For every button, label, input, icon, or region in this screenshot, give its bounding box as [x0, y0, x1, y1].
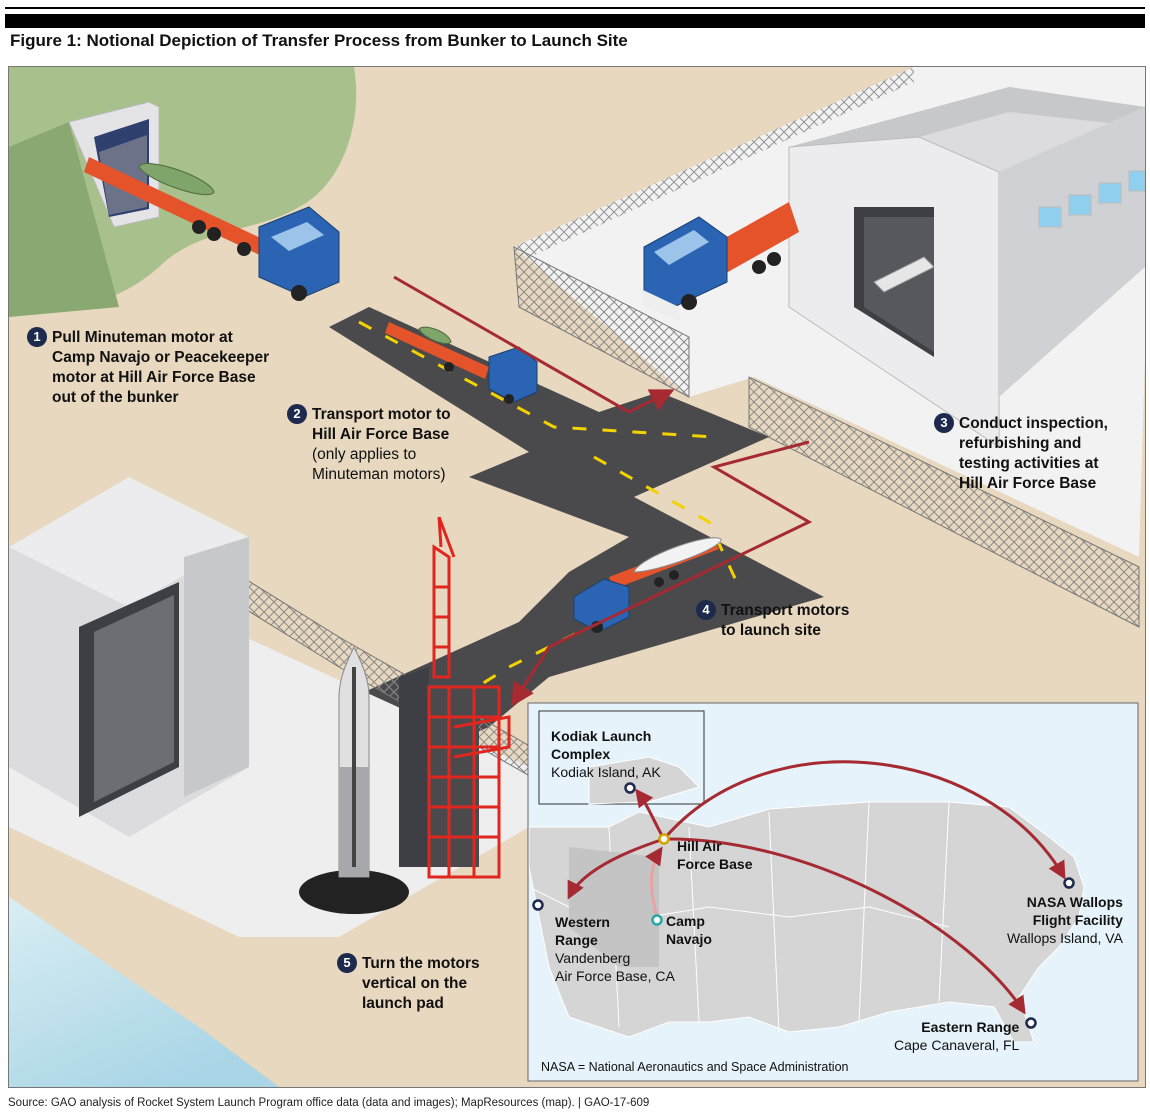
marker-eastern [1025, 1017, 1037, 1029]
fence-right [748, 376, 1140, 628]
us-map-inset [527, 702, 1139, 1082]
launch-tower [399, 516, 511, 879]
figure-title: Figure 1: Notional Depiction of Transfer… [10, 31, 628, 50]
route-hill-to-wallops [662, 760, 1066, 880]
launch-pedestal [299, 870, 409, 914]
map-label-western: Western Range Vandenberg Air Force Base,… [555, 914, 675, 984]
process-arrows [393, 275, 813, 708]
hangar-building [788, 87, 1145, 448]
scene-illustration [9, 67, 1145, 1087]
marker-western [532, 899, 544, 911]
step-5-badge: 5 [337, 953, 357, 973]
map-legend-note: NASA = National Aeronautics and Space Ad… [541, 1060, 849, 1074]
marker-hill [658, 833, 670, 845]
truck-leaving-bunker [84, 157, 340, 301]
truck-at-hangar [641, 202, 799, 322]
rocket [338, 645, 370, 878]
marker-navajo [651, 914, 663, 926]
road-lane-markings [358, 320, 741, 719]
map-label-eastern: Eastern Range Cape Canaveral, FL [894, 1019, 1020, 1053]
step-3-badge: 3 [934, 413, 954, 433]
map-label-kodiak: Kodiak Launch Complex Kodiak Island, AK [551, 728, 661, 780]
map-label-navajo: Camp Navajo [666, 913, 712, 947]
truck-to-launch [573, 537, 722, 633]
map-label-hill: Hill Air Force Base [677, 838, 753, 872]
route-navajo-to-hill [645, 846, 663, 918]
top-rule-thick [5, 14, 1145, 28]
route-hill-to-eastern [663, 837, 1026, 1015]
assembly-building [9, 477, 249, 837]
shoreline-water [9, 897, 279, 1087]
map-label-wallops: NASA Wallops Flight Facility Wallops Isl… [1007, 894, 1123, 946]
marker-kodiak [624, 782, 636, 794]
step-1-badge: 1 [27, 327, 47, 347]
marker-wallops [1063, 877, 1075, 889]
source-note: Source: GAO analysis of Rocket System La… [8, 1097, 650, 1109]
step-4-badge: 4 [696, 600, 716, 620]
fence-left [513, 246, 690, 398]
route-hill-to-western [567, 837, 665, 900]
top-rule-thin [5, 7, 1145, 9]
truck-on-road [385, 322, 538, 404]
step-2-badge: 2 [287, 404, 307, 424]
road [309, 307, 824, 767]
